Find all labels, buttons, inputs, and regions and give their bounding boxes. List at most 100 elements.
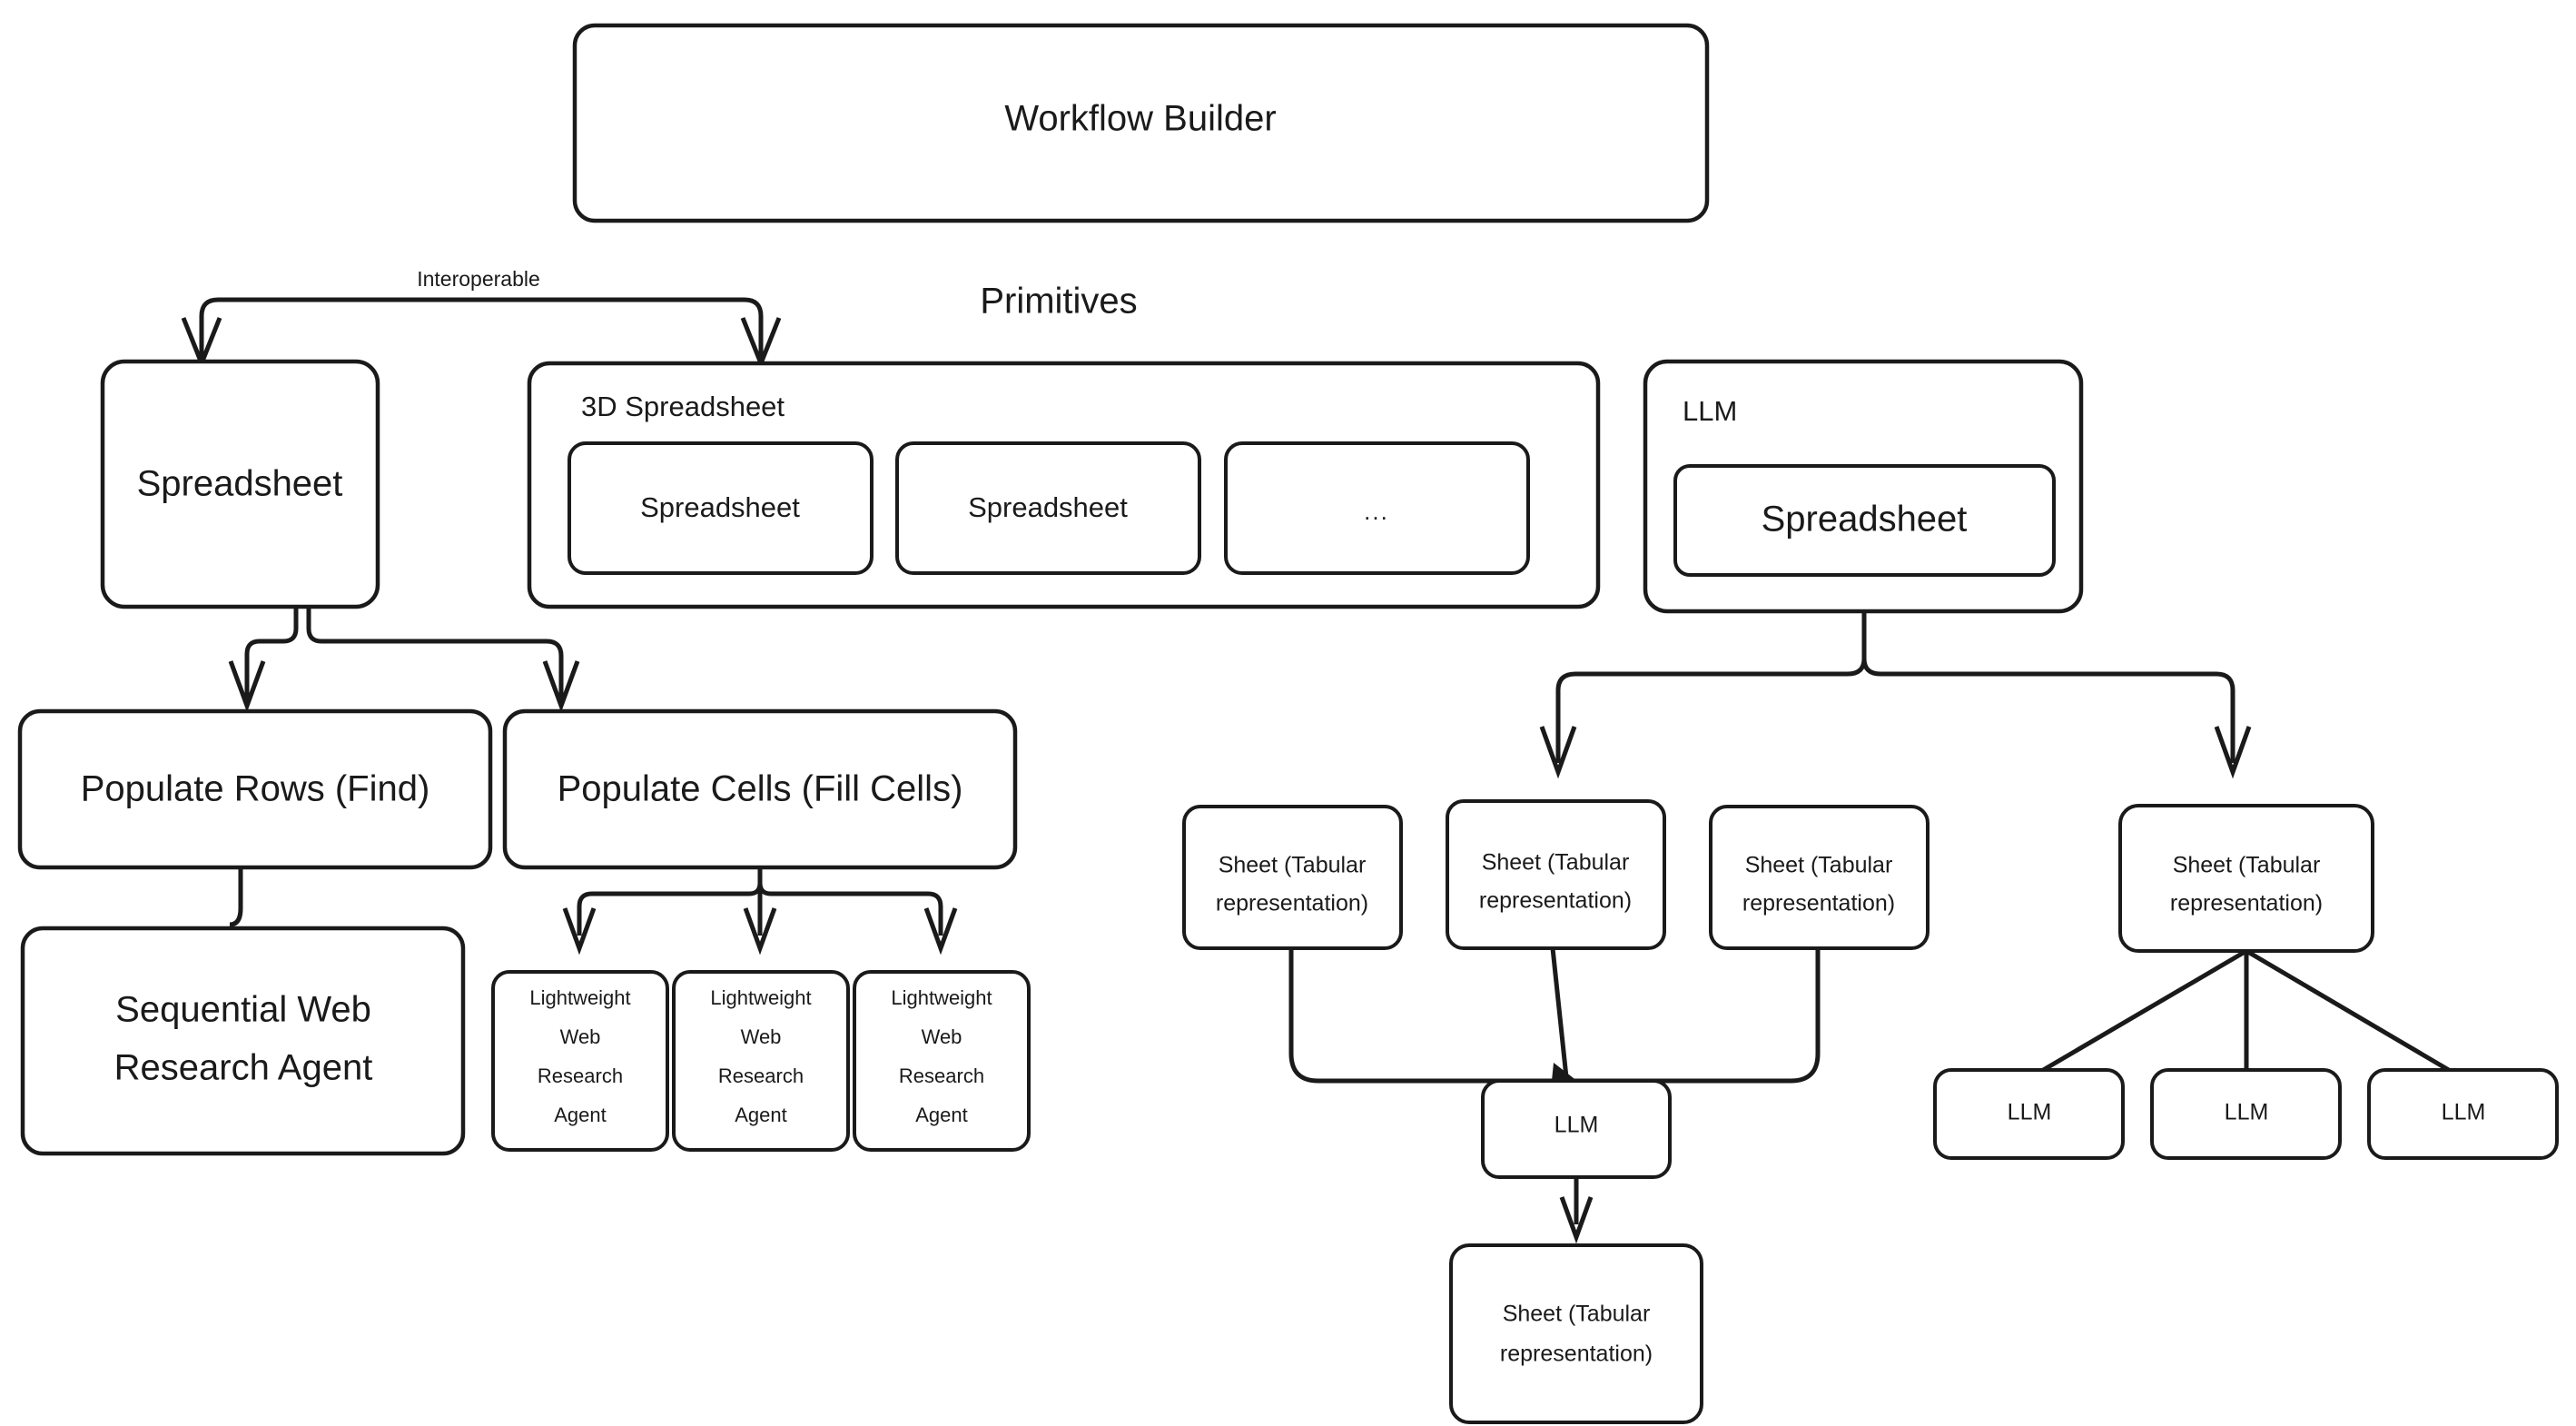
- lightweight-agent-3-line-2: Web: [922, 1025, 962, 1048]
- node-lightweight-agent-3[interactable]: Lightweight Web Research Agent: [853, 970, 1031, 1152]
- node-lightweight-agent-2[interactable]: Lightweight Web Research Agent: [672, 970, 850, 1152]
- node-sheet-middle-2[interactable]: Sheet (Tabular representation): [1446, 799, 1666, 950]
- edge-path-to-middle-sheet: [1555, 611, 1867, 763]
- node-3d-child-2[interactable]: Spreadsheet: [895, 441, 1201, 575]
- three-d-child-2-label: Spreadsheet: [968, 491, 1128, 523]
- sheet-middle-2-box: [1446, 799, 1666, 950]
- lightweight-agent-1-line-3: Research: [538, 1065, 623, 1087]
- lightweight-agent-2-line-2: Web: [741, 1025, 782, 1048]
- lightweight-agent-3-line-4: Agent: [915, 1104, 968, 1126]
- arrowhead-sheet-output: [1559, 1196, 1594, 1244]
- edge-path-sheet1-to-llm: [1288, 948, 1562, 1084]
- edge-path-to-right-sheet: [1861, 611, 2235, 763]
- node-llm-middle[interactable]: LLM: [1481, 1079, 1672, 1179]
- sheet-output-box: [1449, 1243, 1703, 1424]
- lightweight-agent-1-box: [491, 970, 669, 1152]
- node-llm-leaf-2[interactable]: LLM: [2150, 1068, 2342, 1160]
- edge-path-sheet2-to-llm: [1550, 947, 1569, 1078]
- edge-path-agent-3: [757, 867, 943, 936]
- workflow-builder-box: [572, 23, 1710, 223]
- llm-leaf-1-label: LLM: [2008, 1100, 2052, 1125]
- lightweight-agent-2-box: [672, 970, 850, 1152]
- workflow-builder-label: Workflow Builder: [1004, 99, 1276, 139]
- arrowhead-populate-cells: [542, 660, 580, 713]
- three-d-spreadsheet-group-label: 3D Spreadsheet: [581, 391, 785, 422]
- spreadsheet-label: Spreadsheet: [137, 464, 343, 504]
- llm-group-label: LLM: [1683, 395, 1737, 427]
- edge-path-sequential-agent: [229, 867, 243, 927]
- llm-leaf-2-box: [2150, 1068, 2342, 1160]
- node-3d-child-1[interactable]: Spreadsheet: [568, 441, 873, 575]
- node-sheet-middle-1[interactable]: Sheet (Tabular representation): [1182, 805, 1403, 950]
- node-populate-cells[interactable]: Populate Cells (Fill Cells): [502, 708, 1018, 870]
- llm-leaf-2-label: LLM: [2225, 1100, 2269, 1125]
- sheet-middle-2-line-2: representation): [1479, 888, 1632, 914]
- three-d-child-1-label: Spreadsheet: [640, 491, 800, 523]
- node-spreadsheet[interactable]: Spreadsheet: [100, 359, 380, 609]
- populate-rows-label: Populate Rows (Find): [81, 769, 430, 809]
- spreadsheet-box: [100, 359, 380, 609]
- llm-group-spreadsheet-box: [1673, 464, 2056, 577]
- sheet-middle-3-line-1: Sheet (Tabular: [1745, 853, 1893, 878]
- node-sheet-middle-3[interactable]: Sheet (Tabular representation): [1709, 805, 1930, 950]
- arrowhead-middle-sheet: [1539, 726, 1577, 779]
- three-d-child-3-box: [1224, 441, 1530, 575]
- sheet-middle-1-line-1: Sheet (Tabular: [1219, 853, 1367, 878]
- node-llm-leaf-1[interactable]: LLM: [1933, 1068, 2125, 1160]
- sheet-right-line-1: Sheet (Tabular: [2173, 853, 2321, 878]
- sequential-agent-label-line1: Sequential Web: [115, 990, 371, 1030]
- sheet-output-line-1: Sheet (Tabular: [1503, 1302, 1651, 1327]
- lightweight-agent-3-box: [853, 970, 1031, 1152]
- sheet-middle-2-line-1: Sheet (Tabular: [1482, 850, 1630, 876]
- sheet-middle-3-line-2: representation): [1742, 891, 1895, 916]
- node-3d-child-3[interactable]: ...: [1224, 441, 1530, 575]
- node-llm-leaf-3[interactable]: LLM: [2367, 1068, 2559, 1160]
- sheet-output-line-2: representation): [1500, 1342, 1653, 1367]
- populate-cells-label: Populate Cells (Fill Cells): [558, 769, 963, 809]
- edge-sheet-right-to-llm-leaves: [2032, 948, 2460, 1078]
- edge-path-llm-leaf-3: [2245, 948, 2460, 1078]
- sequential-agent-label-line2: Research Agent: [114, 1048, 373, 1088]
- interoperable-bracket-path: [199, 297, 764, 359]
- edge-llm-group-to-sheets: [1539, 611, 2252, 779]
- lightweight-agent-2-line-4: Agent: [735, 1104, 787, 1126]
- lightweight-agent-3-line-1: Lightweight: [891, 986, 992, 1009]
- edge-path-agent-1: [577, 867, 763, 936]
- edge-populate-cells-to-agents: [562, 867, 958, 956]
- node-sequential-agent[interactable]: Sequential Web Research Agent: [20, 926, 466, 1156]
- three-d-child-3-label: ...: [1364, 498, 1389, 525]
- lightweight-agent-2-line-1: Lightweight: [710, 986, 811, 1009]
- edge-spreadsheet-to-populate-cells: [306, 607, 580, 713]
- lightweight-agent-1-line-4: Agent: [554, 1104, 607, 1126]
- arrowhead-populate-rows: [228, 660, 266, 713]
- arrowhead-agent-3: [923, 907, 958, 956]
- node-lightweight-agent-1[interactable]: Lightweight Web Research Agent: [491, 970, 669, 1152]
- llm-group-spreadsheet-label: Spreadsheet: [1762, 500, 1968, 540]
- edge-path-populate-cells: [306, 607, 564, 699]
- arrowhead-agent-2: [743, 907, 777, 956]
- lightweight-agent-1-line-1: Lightweight: [529, 986, 630, 1009]
- sheet-middle-1-line-2: representation): [1216, 891, 1368, 916]
- edge-path-populate-rows: [244, 607, 299, 699]
- interoperable-label: Interoperable: [417, 267, 540, 291]
- node-sheet-right[interactable]: Sheet (Tabular representation): [2118, 804, 2374, 953]
- group-llm[interactable]: LLM Spreadsheet: [1643, 359, 2084, 614]
- arrowhead-agent-1: [562, 907, 597, 956]
- llm-leaf-3-label: LLM: [2442, 1100, 2486, 1125]
- node-llm-group-spreadsheet[interactable]: Spreadsheet: [1673, 464, 2056, 577]
- group-3d-spreadsheet[interactable]: 3D Spreadsheet Spreadsheet Spreadsheet .…: [527, 361, 1601, 609]
- edge-interoperable: Interoperable: [181, 267, 782, 370]
- edge-populate-rows-to-sequential-agent: [229, 867, 243, 927]
- node-sheet-output[interactable]: Sheet (Tabular representation): [1449, 1243, 1703, 1424]
- llm-leaf-1-box: [1933, 1068, 2125, 1160]
- llm-leaf-3-box: [2367, 1068, 2559, 1160]
- node-workflow-builder[interactable]: Workflow Builder: [572, 23, 1710, 223]
- node-populate-rows[interactable]: Populate Rows (Find): [17, 708, 493, 870]
- sheet-right-box: [2118, 804, 2374, 953]
- edge-spreadsheet-to-populate-rows: [228, 607, 299, 713]
- edge-llm-middle-to-sheet-output: [1559, 1177, 1594, 1244]
- llm-middle-label: LLM: [1554, 1113, 1599, 1138]
- three-d-child-2-box: [895, 441, 1201, 575]
